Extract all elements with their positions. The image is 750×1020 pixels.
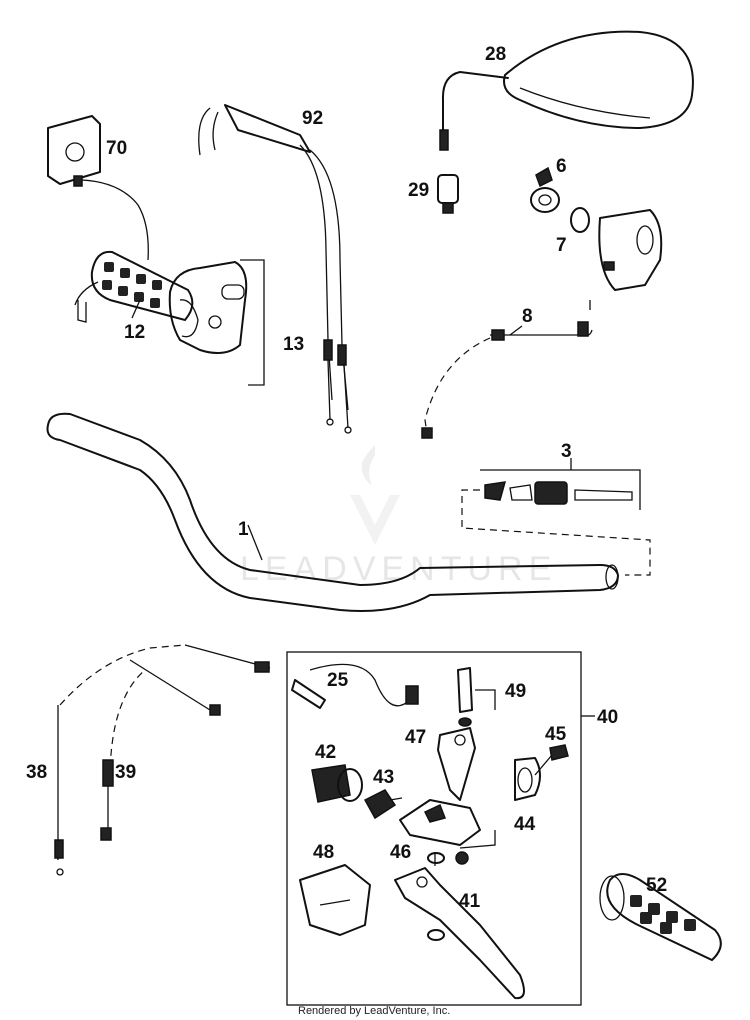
callout-48: 48	[313, 842, 334, 863]
callout-1: 1	[238, 519, 249, 540]
callout-3: 3	[561, 441, 572, 462]
right-switch-housing[interactable]	[598, 209, 663, 291]
part-45-bolt[interactable]	[534, 744, 569, 776]
callout-8: 8	[522, 306, 533, 327]
callout-52: 52	[646, 875, 667, 896]
part-48-cover[interactable]	[299, 864, 371, 936]
part-7-ring[interactable]	[570, 207, 590, 233]
callout-25: 25	[327, 670, 349, 691]
callout-12: 12	[124, 322, 145, 343]
part-40-clutch-assembly-box	[286, 651, 582, 1006]
callout-13: 13	[283, 334, 304, 355]
part-38-cable[interactable]	[54, 644, 186, 876]
part-43-adjuster[interactable]	[363, 789, 403, 820]
part-29-adapter[interactable]	[437, 174, 459, 214]
part-46-washers[interactable]	[427, 851, 469, 865]
callout-70: 70	[106, 138, 127, 159]
watermark-text: LEADVENTURE	[240, 550, 557, 588]
watermark-logo	[350, 445, 400, 545]
callout-46: 46	[390, 842, 411, 863]
callout-47: 47	[405, 727, 426, 748]
callout-44: 44	[514, 814, 536, 835]
part-8-cable[interactable]	[421, 300, 593, 441]
callout-40: 40	[597, 707, 618, 728]
part-13-throttle-housing[interactable]	[168, 259, 265, 386]
clutch-perch[interactable]	[399, 799, 496, 849]
callout-42: 42	[315, 742, 336, 763]
callout-7: 7	[556, 235, 567, 256]
footer-credit: Rendered by LeadVenture, Inc.	[298, 1005, 450, 1017]
callout-38: 38	[26, 762, 47, 783]
callout-6: 6	[556, 156, 567, 177]
leader-lines	[131, 299, 595, 717]
part-28-mirror[interactable]	[439, 30, 694, 151]
part-12-throttle-grip[interactable]	[74, 250, 194, 323]
callout-43: 43	[373, 767, 394, 788]
callout-41: 41	[459, 891, 481, 912]
part-44-clamp[interactable]	[514, 757, 541, 801]
part-42-boot[interactable]	[311, 764, 363, 803]
callout-39: 39	[115, 762, 136, 783]
part-3-bolt-assembly[interactable]	[461, 469, 651, 576]
part-70-switch[interactable]	[47, 115, 149, 261]
part-41-lever[interactable]	[394, 852, 525, 1000]
callout-45: 45	[545, 724, 567, 745]
callout-29: 29	[408, 180, 429, 201]
callout-49: 49	[505, 681, 526, 702]
part-92-throttle-cables[interactable]	[198, 104, 352, 434]
part-39-cable[interactable]	[100, 644, 271, 841]
callout-28: 28	[485, 44, 506, 65]
part-52-grip[interactable]	[599, 873, 722, 962]
callout-92: 92	[302, 108, 323, 129]
part-25-switch[interactable]	[291, 663, 419, 709]
part-bolt[interactable]	[457, 667, 496, 727]
part-6-clamp[interactable]	[530, 166, 560, 213]
callout-labels: 70 92 28 6 29 7 12 13 8 3 1 25 49 40 47 …	[26, 44, 667, 912]
part-47-pivot[interactable]	[437, 727, 476, 801]
part-1-handlebar[interactable]	[46, 412, 619, 612]
